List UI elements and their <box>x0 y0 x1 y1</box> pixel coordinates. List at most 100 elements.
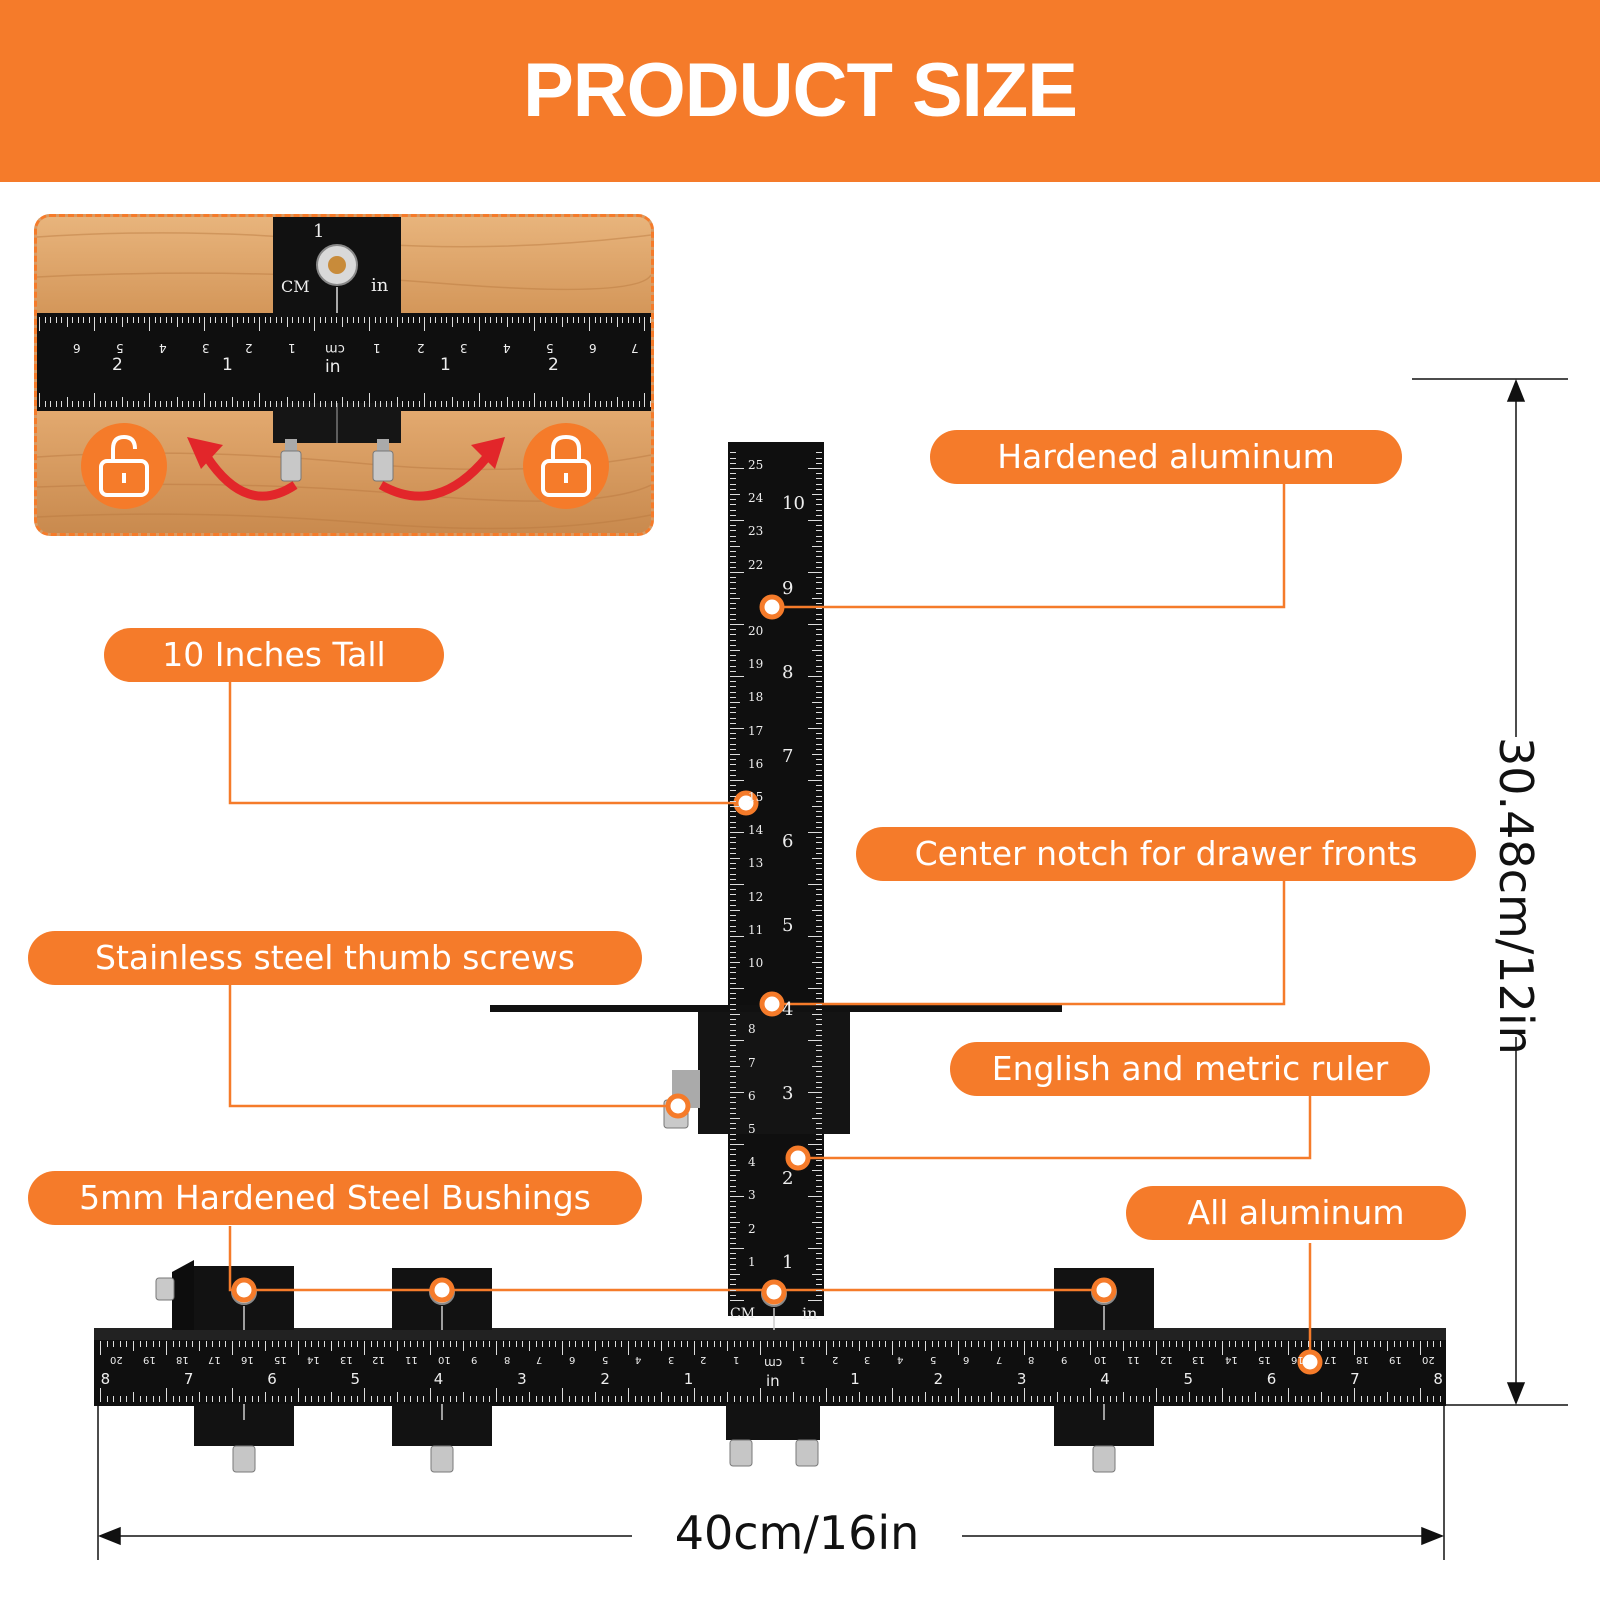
inset-top-number: 4 <box>503 341 511 355</box>
page-title: PRODUCT SIZE <box>523 48 1078 133</box>
inset-illustration <box>37 217 651 533</box>
sliding-block <box>698 1012 850 1134</box>
horizontal-cm-label: 11 <box>405 1354 418 1365</box>
vertical-cm-label: 13 <box>748 856 764 871</box>
inset-top-number: 6 <box>73 341 81 355</box>
horizontal-cm-label: 4 <box>897 1354 904 1365</box>
vertical-cm-label: 16 <box>748 756 764 771</box>
horizontal-cm-label: 5 <box>602 1354 609 1365</box>
vertical-inch-label: 1 <box>782 1252 794 1273</box>
inset-top-number: 4 <box>159 341 167 355</box>
vertical-cm-label: 6 <box>748 1088 756 1103</box>
horizontal-center-in: in <box>766 1372 780 1390</box>
horizontal-cm-label: 3 <box>667 1354 674 1365</box>
vertical-carriage-in: in <box>802 1304 818 1323</box>
vertical-cm-label: 1 <box>748 1254 756 1269</box>
vertical-cm-label: 22 <box>748 557 764 572</box>
horizontal-cm-label: 1 <box>798 1354 806 1365</box>
inset-top-number: 2 <box>245 341 253 355</box>
vertical-carriage-cm: CM <box>730 1306 756 1322</box>
inset-bottom-number: 2 <box>112 355 123 375</box>
inset-top-number: 7 <box>631 341 639 355</box>
horizontal-cm-label: 9 <box>1061 1354 1068 1365</box>
inset-top-number: 2 <box>417 341 425 355</box>
horizontal-cm-label: 11 <box>1126 1354 1140 1365</box>
horizontal-cm-label: 4 <box>634 1354 642 1365</box>
horizontal-inch-label: 3 <box>517 1370 527 1388</box>
horizontal-inch-label: 7 <box>1350 1370 1360 1388</box>
vertical-inch-label: 2 <box>782 1167 794 1189</box>
vertical-inch-label: 7 <box>782 746 794 768</box>
vertical-cm-label: 17 <box>748 723 764 738</box>
callout-hardened-aluminum: Hardened aluminum <box>930 430 1402 484</box>
horizontal-inch-label: 3 <box>1016 1370 1027 1388</box>
vertical-cm-label: 4 <box>748 1155 756 1170</box>
horizontal-cm-label: 14 <box>306 1354 320 1365</box>
horizontal-cm-label: 18 <box>175 1354 189 1365</box>
vertical-cm-label: 11 <box>748 922 764 937</box>
vertical-cm-label: 14 <box>748 823 764 838</box>
horizontal-cm-label: 8 <box>1028 1354 1035 1365</box>
unlocked-padlock-icon <box>81 423 167 509</box>
horizontal-inch-label: 8 <box>100 1370 111 1388</box>
vertical-cm-label: 15 <box>748 790 764 804</box>
inset-top-number: 1 <box>288 341 296 355</box>
horizontal-cm-label: 20 <box>110 1354 123 1365</box>
horizontal-inch-label: 2 <box>933 1370 944 1388</box>
horizontal-inch-label: 5 <box>350 1370 361 1388</box>
vertical-cm-label: 19 <box>748 657 764 672</box>
horizontal-cm-label: 18 <box>1356 1354 1370 1365</box>
horizontal-cm-label: 15 <box>1258 1354 1271 1365</box>
inset-scale-cm: cm <box>325 341 345 356</box>
horizontal-cm-label: 19 <box>1389 1354 1402 1365</box>
inset-top-number: 1 <box>373 341 381 355</box>
horizontal-cm-label: 2 <box>700 1354 707 1365</box>
callout-bushings: 5mm Hardened Steel Bushings <box>28 1171 642 1225</box>
horizontal-cm-label: 8 <box>503 1354 510 1365</box>
vertical-cm-label: 23 <box>748 524 764 539</box>
horizontal-cm-label: 2 <box>831 1354 838 1365</box>
vertical-cm-label: 20 <box>748 624 764 638</box>
vertical-cm-label: 7 <box>748 1055 756 1070</box>
locked-padlock-icon <box>523 423 609 509</box>
horizontal-inch-label: 7 <box>183 1370 194 1388</box>
vertical-inch-label: 4 <box>782 999 794 1021</box>
inset-carriage-number: 1 <box>313 221 325 242</box>
vertical-inch-label: 5 <box>782 914 794 936</box>
vertical-inch-label: 3 <box>782 1083 794 1105</box>
vertical-inch-label: 6 <box>782 830 794 852</box>
notch-plate <box>490 1005 1062 1012</box>
width-dimension-label: 40cm/16in <box>632 1506 962 1560</box>
vertical-cm-label: 24 <box>748 491 764 506</box>
vertical-ruler <box>728 442 824 1316</box>
callout-english-metric: English and metric ruler <box>950 1042 1430 1096</box>
horizontal-center-cm: cm <box>764 1356 783 1370</box>
horizontal-cm-label: 12 <box>1159 1354 1173 1365</box>
horizontal-cm-label: 16 <box>1290 1354 1304 1365</box>
horizontal-cm-label: 19 <box>142 1354 156 1365</box>
horizontal-cm-label: 10 <box>438 1354 451 1365</box>
header-banner <box>0 0 1600 182</box>
vertical-cm-label: 8 <box>748 1022 756 1037</box>
horizontal-cm-label: 1 <box>733 1354 740 1365</box>
horizontal-inch-label: 2 <box>600 1370 610 1388</box>
horizontal-cm-label: 3 <box>864 1354 871 1365</box>
inset-carriage-cm: CM <box>281 277 310 296</box>
horizontal-cm-label: 20 <box>1422 1354 1435 1365</box>
horizontal-cm-label: 17 <box>208 1354 222 1365</box>
inset-top-number: 3 <box>202 341 210 355</box>
inset-bottom-number: 1 <box>440 355 451 375</box>
vertical-cm-label: 3 <box>748 1188 756 1203</box>
horizontal-cm-label: 13 <box>1192 1354 1206 1365</box>
horizontal-cm-label: 6 <box>569 1354 576 1365</box>
callout-ten-inches-tall: 10 Inches Tall <box>104 628 444 682</box>
vertical-cm-label: 10 <box>748 956 764 970</box>
inset-top-number: 5 <box>546 341 554 355</box>
inset-bottom-number: 2 <box>548 355 559 375</box>
horizontal-cm-label: 6 <box>962 1354 970 1365</box>
vertical-inch-label: 9 <box>782 577 794 599</box>
horizontal-inch-label: 1 <box>850 1370 860 1388</box>
horizontal-cm-label: 12 <box>372 1354 386 1365</box>
horizontal-cm-label: 9 <box>470 1354 478 1365</box>
